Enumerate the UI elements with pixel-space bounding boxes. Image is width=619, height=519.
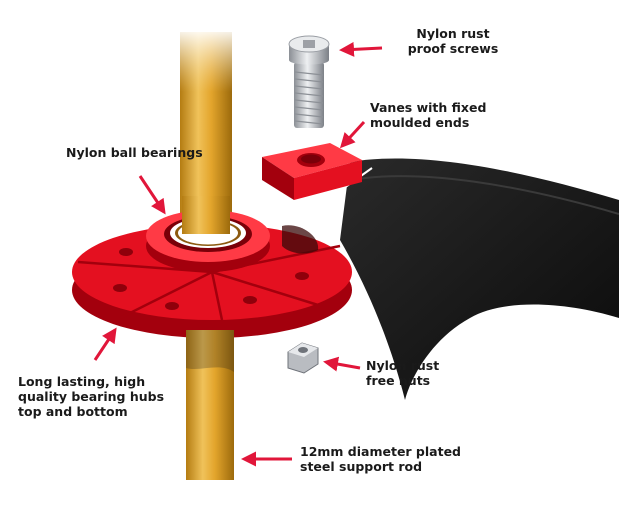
label-hubs: Long lasting, high quality bearing hubs … [18,374,188,419]
label-bearings: Nylon ball bearings [66,145,246,160]
arrow-icon [339,41,383,57]
support-rod-bottom [186,330,234,480]
label-rod-line2: steel support rod [300,459,423,474]
label-vanes-line1: Vanes with fixed [370,100,487,115]
label-hubs-line3: top and bottom [18,404,128,419]
vane-end-block [262,143,362,200]
callout-arrows [93,41,383,467]
label-rod: 12mm diameter plated steel support rod [300,444,500,474]
nylon-nut [287,342,319,374]
arrow-icon [93,327,117,361]
label-bearings-line1: Nylon ball bearings [66,145,203,160]
label-screws: Nylon rust proof screws [388,26,518,56]
arrow-icon [138,175,166,215]
label-rod-line1: 12mm diameter plated [300,444,462,459]
label-hubs-line1: Long lasting, high [18,374,146,389]
label-screws-line2: proof screws [407,41,499,56]
arrow-icon [339,120,366,149]
bearing-hub [72,210,352,338]
label-nuts-line1: Nylon rust [366,358,440,373]
label-nuts-line2: free nuts [366,373,431,388]
support-rod-middle [182,196,230,234]
label-nuts: Nylon rust free nuts [366,358,486,388]
arrow-icon [323,356,361,372]
label-screws-line1: Nylon rust [416,26,490,41]
nylon-screw [288,35,330,128]
label-vanes: Vanes with fixed moulded ends [370,100,540,130]
label-hubs-line2: quality bearing hubs [18,389,165,404]
label-vanes-line2: moulded ends [370,115,470,130]
